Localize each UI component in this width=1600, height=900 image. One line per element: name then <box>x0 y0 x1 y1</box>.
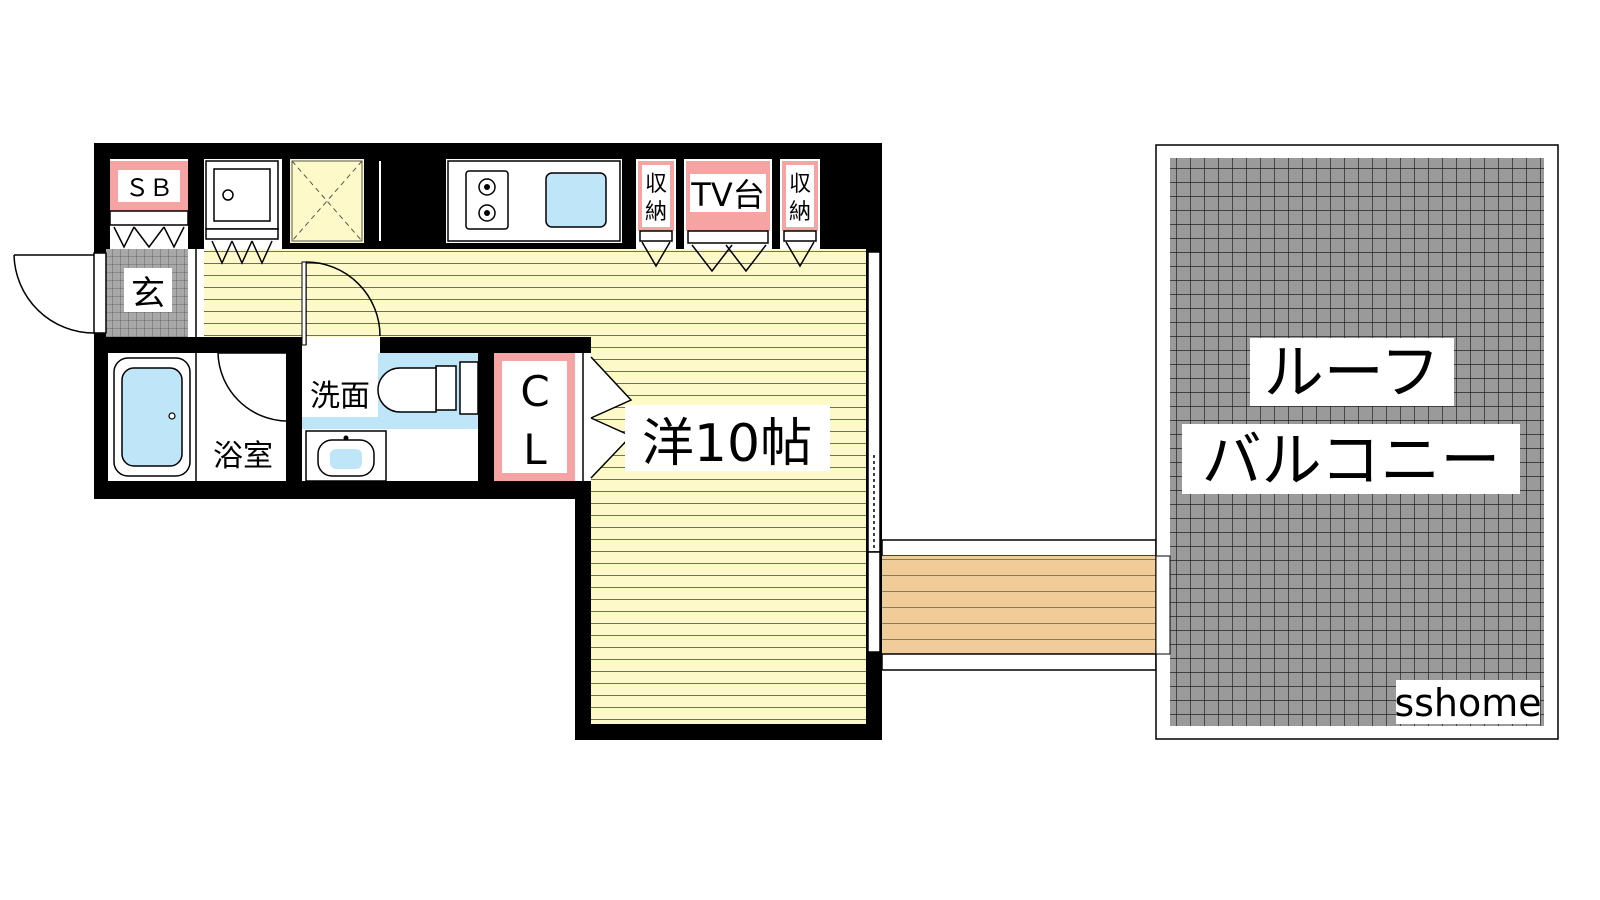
main-room-floor <box>204 249 866 724</box>
roof-balcony: ルーフ バルコニー <box>1155 144 1559 740</box>
storage-right-label-2: 納 <box>789 200 811 225</box>
tv-stand-label: TV台 <box>690 176 764 214</box>
shoe-box-label: ＳＢ <box>125 174 173 202</box>
watermark: sshome <box>1394 680 1542 725</box>
room-label-group: 洋10帖 <box>625 405 830 474</box>
entrance-door[interactable] <box>13 252 107 334</box>
washing-machine <box>205 160 279 265</box>
bathroom: 浴室 <box>108 352 287 481</box>
closet: C L <box>494 353 633 481</box>
closet-label-c: C <box>520 367 549 416</box>
storage-left-label-2: 納 <box>645 200 667 225</box>
tv-stand: TV台 <box>686 161 770 273</box>
washroom: 洗面 <box>301 261 479 482</box>
watermark-text: sshome <box>1394 681 1541 725</box>
refrigerator-space <box>291 160 381 242</box>
bathroom-label: 浴室 <box>213 439 273 474</box>
closet-label-l: L <box>523 425 547 474</box>
room-label: 洋10帖 <box>642 414 812 474</box>
washroom-label: 洗面 <box>310 379 370 414</box>
shoe-box: ＳＢ <box>109 161 189 249</box>
storage-left-label-1: 収 <box>645 172 667 197</box>
deck-bridge <box>881 539 1170 671</box>
kitchen-counter <box>447 160 621 242</box>
storage-left: 収 納 <box>638 161 674 268</box>
storage-right: 収 納 <box>782 161 818 268</box>
storage-right-label-1: 収 <box>789 172 811 197</box>
roof-balcony-label-1: ルーフ <box>1264 338 1440 408</box>
window-east <box>867 251 881 653</box>
entrance-label: 玄 <box>131 274 165 314</box>
roof-balcony-label-2: バルコニー <box>1202 426 1501 496</box>
entrance-area: 玄 <box>106 249 204 337</box>
